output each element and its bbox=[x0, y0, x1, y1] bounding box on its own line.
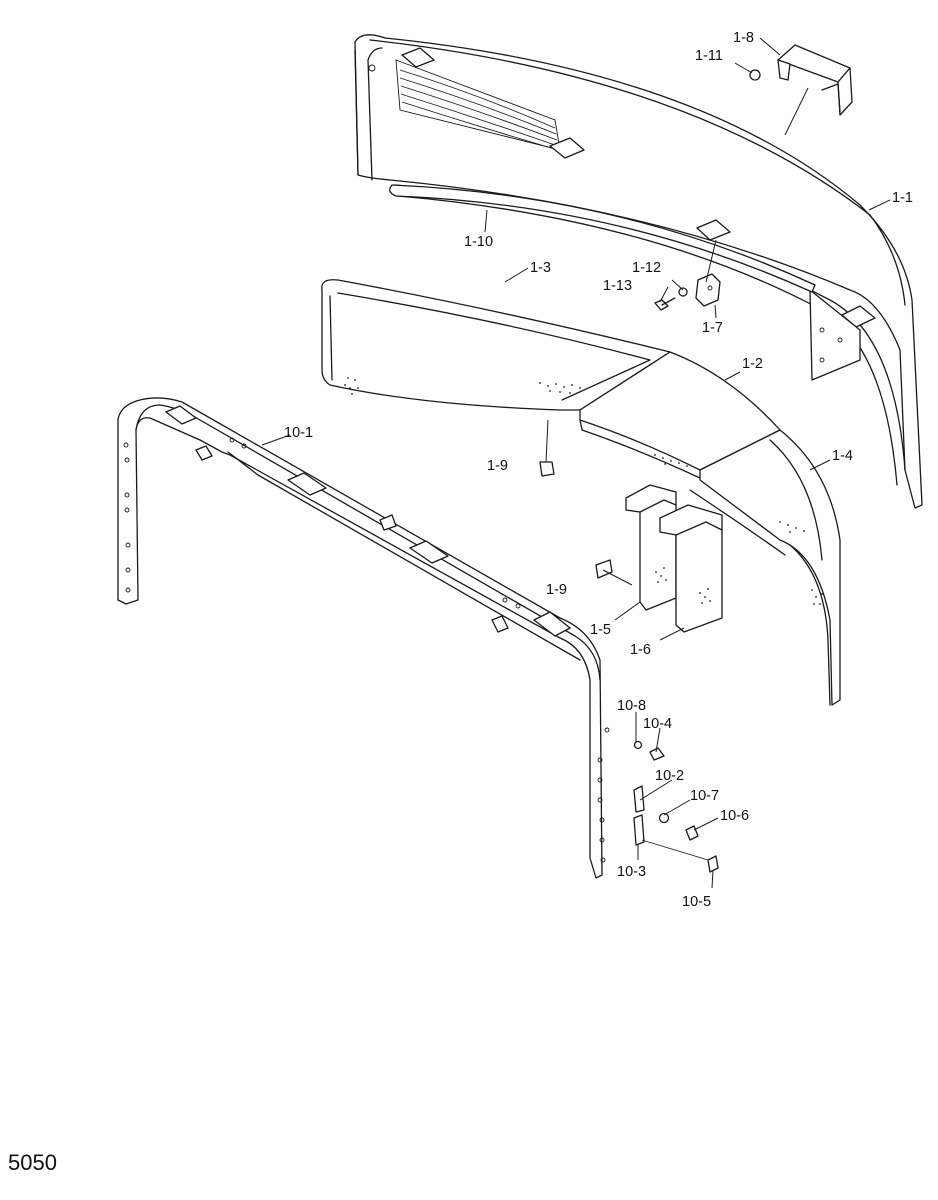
label-1-12: 1-12 bbox=[632, 260, 661, 276]
frame-rail-part bbox=[117, 397, 610, 879]
fastener-part bbox=[539, 461, 555, 477]
latch-hardware bbox=[633, 740, 719, 873]
diagram-number: 5050 bbox=[8, 1150, 57, 1175]
label-10-3: 10-3 bbox=[617, 864, 646, 880]
label-1-3: 1-3 bbox=[530, 260, 551, 276]
label-10-5: 10-5 bbox=[682, 894, 711, 910]
seal-strip-part bbox=[389, 184, 816, 293]
label-10-1: 10-1 bbox=[284, 425, 313, 441]
label-1-7: 1-7 bbox=[702, 320, 723, 336]
label-1-8: 1-8 bbox=[733, 30, 754, 46]
label-1-11: 1-11 bbox=[695, 48, 723, 64]
label-1-1: 1-1 bbox=[892, 190, 913, 206]
upper-panels bbox=[321, 279, 841, 706]
label-10-7: 10-7 bbox=[690, 788, 719, 804]
label-1-10: 1-10 bbox=[464, 234, 493, 250]
label-1-9-upper: 1-9 bbox=[487, 458, 508, 474]
label-1-5: 1-5 bbox=[590, 622, 611, 638]
label-10-6: 10-6 bbox=[720, 808, 749, 824]
label-10-2: 10-2 bbox=[655, 768, 684, 784]
latch-bracket-part bbox=[654, 273, 721, 311]
handle-part bbox=[749, 44, 853, 116]
side-blocks bbox=[595, 484, 723, 633]
label-10-4: 10-4 bbox=[643, 716, 672, 732]
part-labels: 1-1 1-2 1-3 1-4 1-5 1-6 1-7 1-8 1-9 1-9 … bbox=[284, 30, 913, 910]
label-1-13: 1-13 bbox=[603, 278, 632, 294]
leader-lines bbox=[261, 37, 891, 889]
label-1-4: 1-4 bbox=[832, 448, 853, 464]
label-1-2: 1-2 bbox=[742, 356, 763, 372]
label-1-6: 1-6 bbox=[630, 642, 651, 658]
label-10-8: 10-8 bbox=[617, 698, 646, 714]
label-1-9-lower: 1-9 bbox=[546, 582, 567, 598]
